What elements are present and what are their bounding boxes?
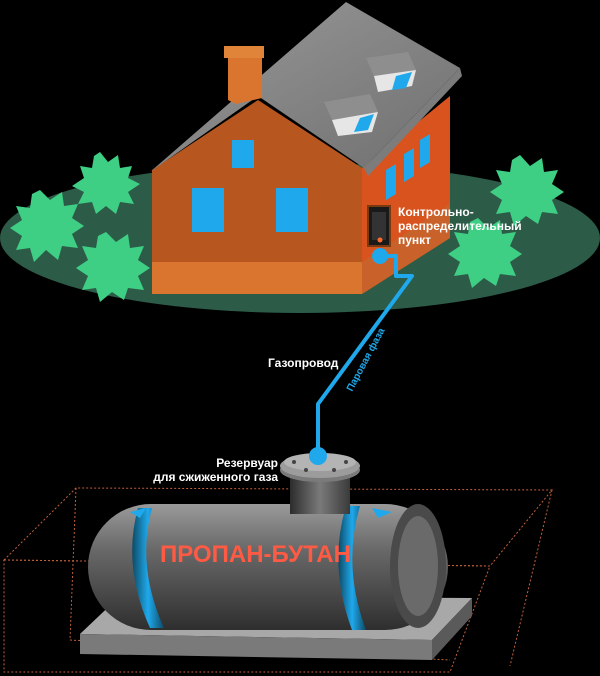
chimney	[228, 52, 262, 104]
tank-band-right	[338, 506, 366, 630]
tank-body	[88, 504, 448, 630]
house-roof	[150, 2, 460, 172]
control-point-label-line3: пункт	[398, 233, 432, 247]
control-point-label-line2: распределительный	[398, 219, 522, 233]
pipeline-label: Газопровод	[268, 356, 339, 370]
window-side-1	[386, 164, 396, 200]
bush-left-bottom-icon	[76, 232, 150, 302]
tank-band-left	[132, 508, 164, 628]
window-front-right	[276, 188, 308, 232]
control-point-box-icon	[367, 205, 391, 247]
pipe-node-house	[372, 248, 388, 264]
window-side-2	[404, 148, 414, 182]
house-foundation	[152, 262, 362, 294]
bush-right-top-icon	[490, 155, 564, 226]
dormer-bottom	[324, 94, 378, 136]
gas-pipe	[316, 254, 414, 456]
window-front-left	[192, 188, 224, 232]
window-side-3	[420, 134, 430, 168]
window-attic	[232, 140, 254, 168]
pipe-node-tank	[309, 447, 327, 465]
bush-left-top-icon	[72, 152, 140, 214]
bush-right-bottom-icon	[448, 218, 522, 288]
dormer-top	[366, 52, 416, 92]
tank-label-line1: Резервуар	[216, 456, 278, 470]
control-point-label-line1: Контрольно-	[398, 205, 474, 219]
tank-label: Резервуар для сжиженного газа	[138, 456, 278, 484]
tank-label-line2: для сжиженного газа	[153, 470, 278, 484]
control-point-label: Контрольно- распределительный пункт	[398, 205, 522, 247]
house	[150, 2, 462, 294]
bush-left-mid-icon	[10, 190, 84, 262]
tank	[88, 453, 448, 630]
tank-text: ПРОПАН-БУТАН	[160, 541, 351, 568]
